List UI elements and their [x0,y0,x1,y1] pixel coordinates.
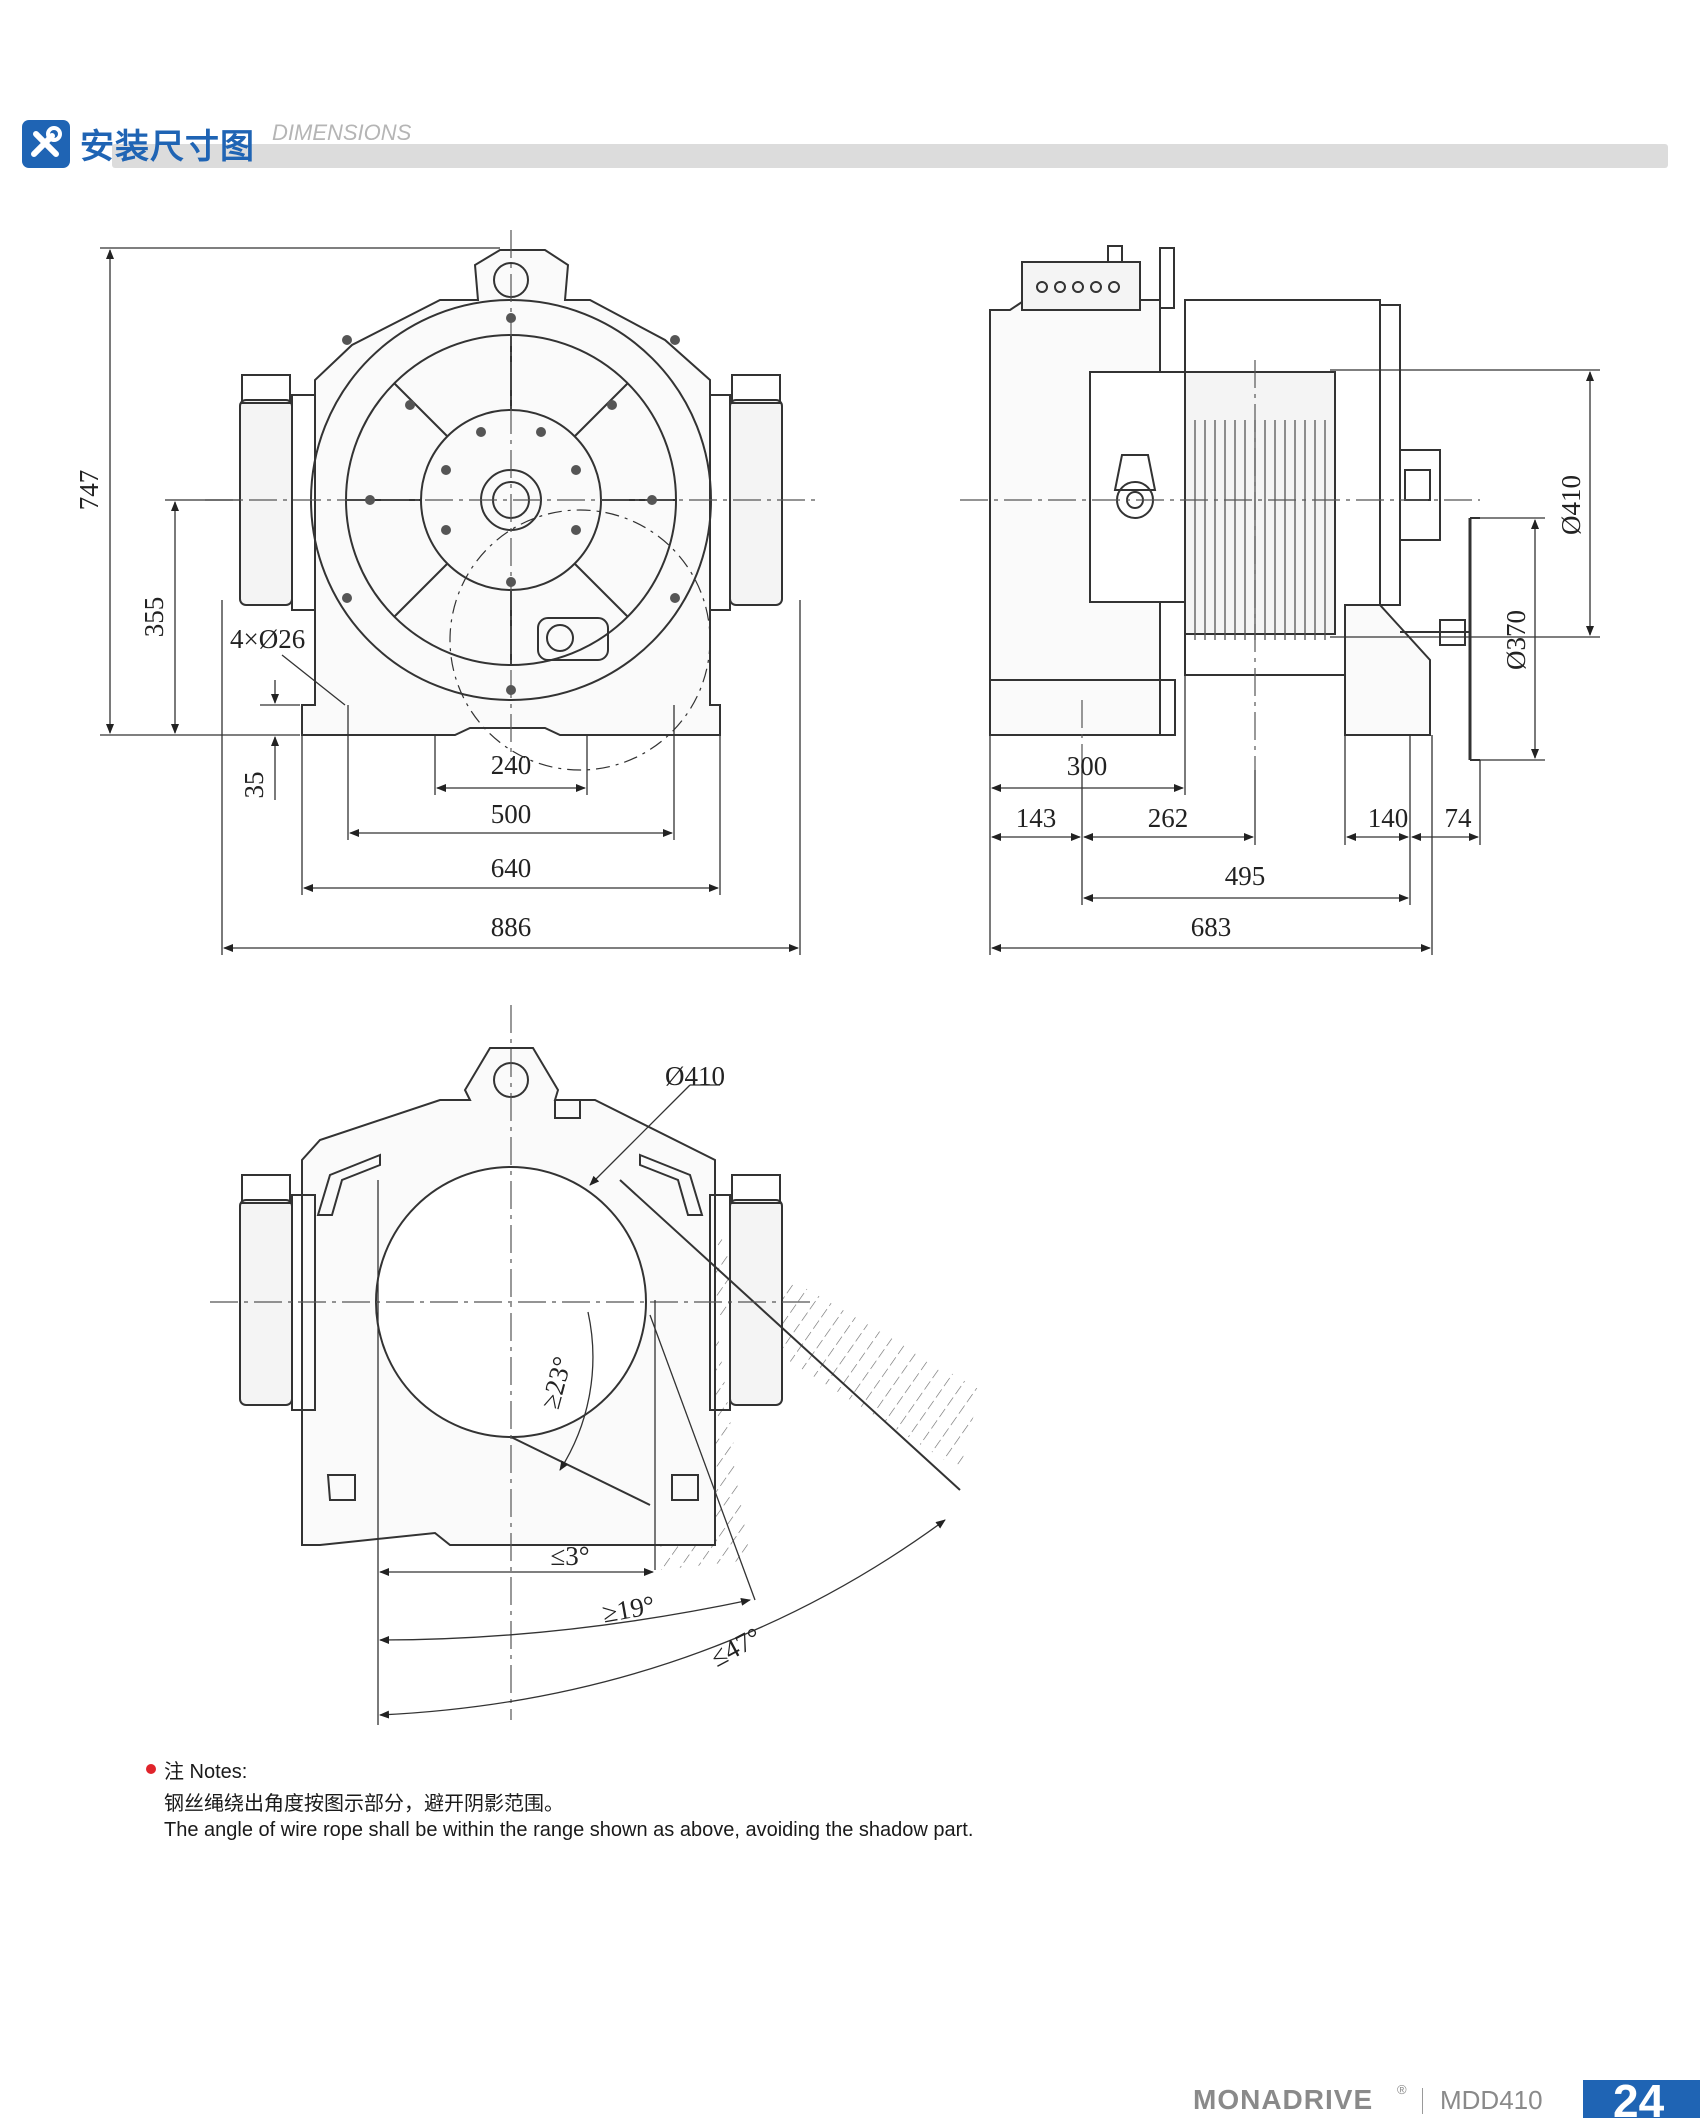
angle-19: ≥19° [600,1590,657,1629]
note-text-cn: 钢丝绳绕出角度按图示部分，避开阴影范围。 [164,1793,564,1815]
page-title: 安装尺寸图 [80,128,255,166]
side-view [989,245,1480,761]
footer-divider [1422,2088,1423,2114]
tools-icon [22,120,70,168]
front-centerlines [205,230,820,760]
dim-747: 747 [74,470,104,511]
dim-35: 35 [239,772,269,799]
dim-495: 495 [1225,861,1266,891]
dim-500: 500 [491,799,532,829]
brand-logo: MONADRIVE [1193,2084,1374,2115]
angle-3: ≤3° [550,1541,589,1571]
front-dimension-lines [100,247,801,955]
header-bar [112,144,1668,168]
model-name: MDD410 [1440,2085,1543,2115]
side-dimension-lines [989,369,1600,955]
registered-mark: ® [1397,2082,1407,2097]
dim-640: 640 [491,853,532,883]
dim-handwheel-370: Ø370 [1501,610,1531,670]
page-footer: MONADRIVE ® MDD410 24 [0,2075,1700,2127]
rope-angle-view [239,1047,980,1570]
notes-heading: 注 Notes: [164,1761,248,1783]
note-bullet-icon [146,1764,156,1774]
dim-300: 300 [1067,751,1108,781]
page-subtitle: DIMENSIONS [272,120,412,145]
dim-240: 240 [491,750,532,780]
dim-140: 140 [1368,803,1409,833]
dim-sheave-410: Ø410 [1556,475,1586,535]
dim-holes: 4×Ø26 [230,624,305,654]
page-number-badge: 24 [1583,2075,1700,2127]
dim-355: 355 [139,597,169,638]
dim-683: 683 [1191,912,1232,942]
note-text-en: The angle of wire rope shall be within t… [164,1819,974,1841]
dim-886: 886 [491,912,532,942]
section-header: 安装尺寸图 DIMENSIONS [0,110,1700,180]
side-centerlines [960,360,1480,770]
dim-74: 74 [1445,803,1473,833]
dim-262: 262 [1148,803,1189,833]
rope-angle-lines [377,1084,946,1725]
rope-sheave-410: Ø410 [665,1061,725,1091]
dim-143: 143 [1016,803,1057,833]
page-number: 24 [1613,2075,1665,2127]
